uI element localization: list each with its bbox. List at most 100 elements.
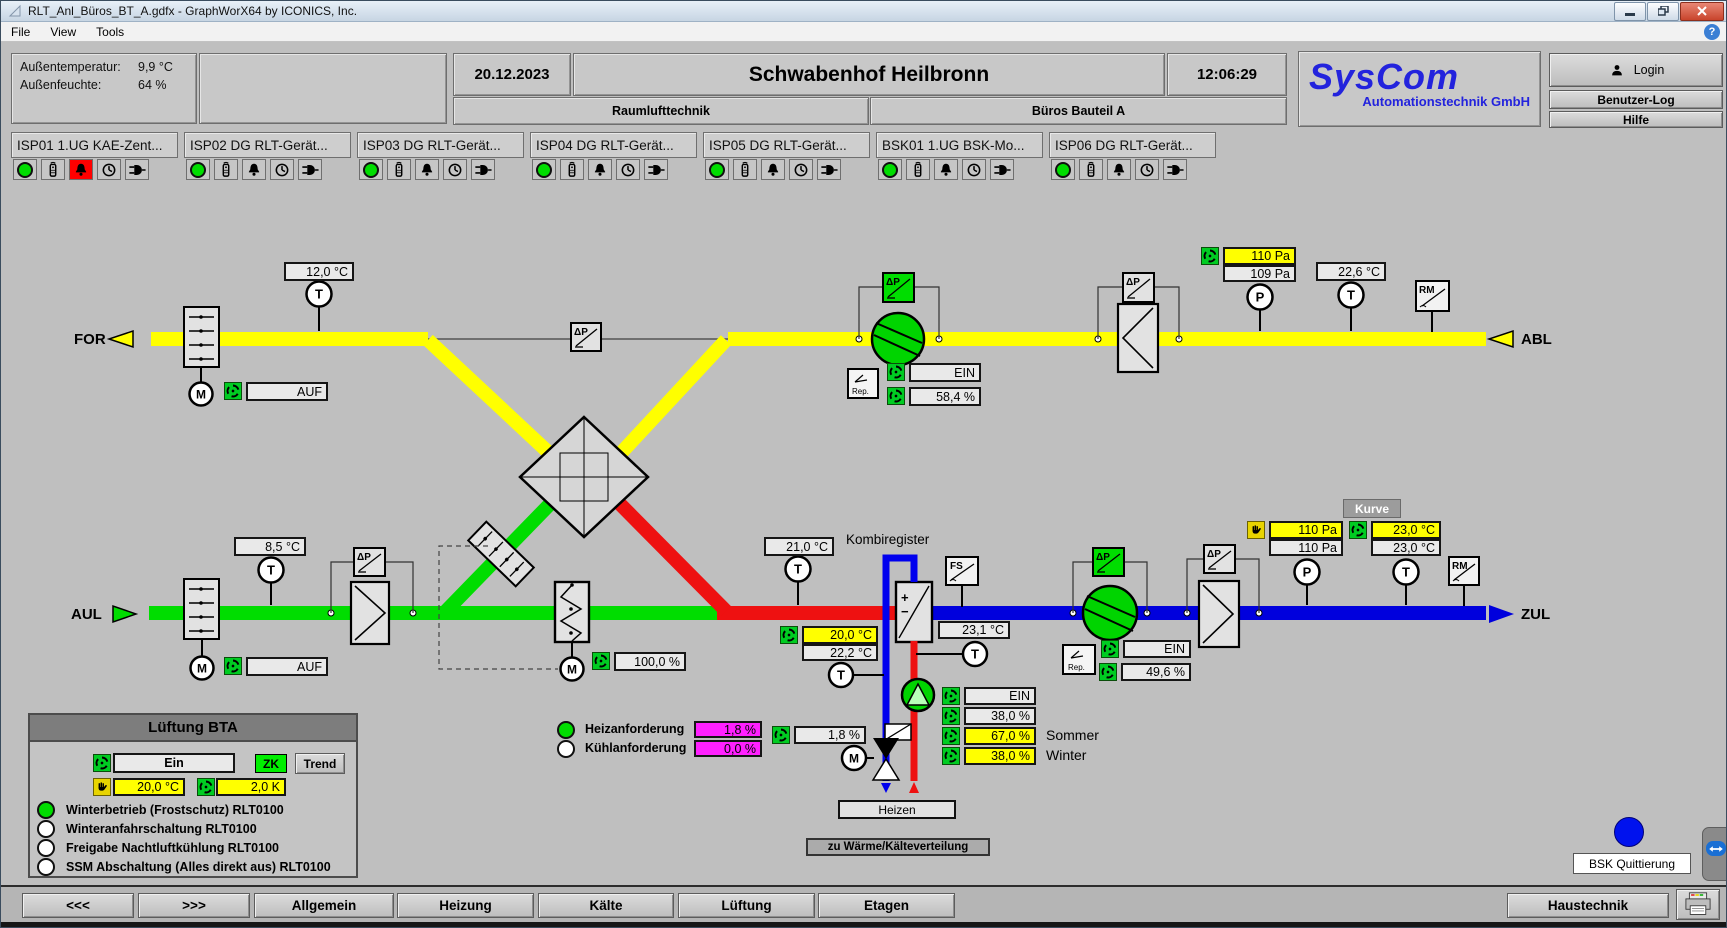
bell-icon[interactable]: [761, 159, 785, 180]
pinwheel-icon: [224, 382, 242, 400]
remote-access-tab[interactable]: [1702, 827, 1726, 881]
bsk-quittierung-button[interactable]: BSK Quittierung: [1573, 853, 1691, 874]
lamp-icon[interactable]: [1051, 159, 1075, 180]
svg-text:M: M: [196, 388, 206, 402]
bell-icon[interactable]: [415, 159, 439, 180]
window-title: RLT_Anl_Büros_BT_A.gdfx - GraphWorX64 by…: [28, 4, 358, 18]
pinwheel-icon: [780, 626, 798, 644]
remote-icon[interactable]: [733, 159, 757, 180]
plug-icon[interactable]: [644, 159, 668, 180]
lamp-icon[interactable]: [705, 159, 729, 180]
menu-tools[interactable]: Tools: [96, 24, 125, 39]
nav-button-Allgemein[interactable]: Allgemein: [254, 893, 394, 918]
kombiregister-piping: [866, 554, 936, 793]
plug-icon[interactable]: [471, 159, 495, 180]
pump-winter-field[interactable]: 38,0 %: [964, 747, 1036, 765]
abl-filter-dp-sp-field[interactable]: 110 Pa: [1223, 247, 1296, 265]
menu-file[interactable]: File: [11, 24, 31, 39]
nav-button-Heizung[interactable]: Heizung: [397, 893, 534, 918]
zul-temp-sp-field[interactable]: 23,0 °C: [1371, 521, 1441, 539]
clock-icon[interactable]: [789, 159, 813, 180]
supply-sp-field[interactable]: 20,0 °C: [802, 626, 878, 644]
nav-button-[interactable]: >>>: [138, 893, 250, 918]
remote-icon[interactable]: [387, 159, 411, 180]
heizen-button[interactable]: Heizen: [838, 800, 956, 819]
nav-button-Etagen[interactable]: Etagen: [818, 893, 955, 918]
hilfe-button[interactable]: Hilfe: [1549, 111, 1723, 128]
bta-trend-button[interactable]: Trend: [295, 753, 345, 774]
clock-icon[interactable]: [270, 159, 294, 180]
lamp-icon[interactable]: [532, 159, 556, 180]
bell-icon[interactable]: [242, 159, 266, 180]
svg-text:P: P: [1256, 290, 1265, 305]
plug-icon[interactable]: [1163, 159, 1187, 180]
remote-icon[interactable]: [560, 159, 584, 180]
minimize-button[interactable]: [1614, 1, 1646, 21]
date-display: 20.12.2023: [453, 53, 571, 96]
zul-fan: [1069, 561, 1151, 642]
login-button[interactable]: Login: [1549, 53, 1723, 87]
nav-button-Klte[interactable]: Kälte: [538, 893, 674, 918]
person-icon: [1611, 64, 1622, 75]
pinwheel-icon: [942, 727, 960, 745]
verteilung-link-button[interactable]: zu Wärme/Kälteverteilung: [806, 838, 990, 856]
nav-button-Lftung[interactable]: Lüftung: [678, 893, 815, 918]
svg-text:ΔP: ΔP: [1207, 549, 1221, 560]
lamp-icon[interactable]: [186, 159, 210, 180]
tab-isp03[interactable]: ISP03 DG RLT-Gerät...: [357, 132, 524, 158]
pump-sommer-field[interactable]: 67,0 %: [964, 727, 1036, 745]
bell-icon[interactable]: [588, 159, 612, 180]
clock-icon[interactable]: [962, 159, 986, 180]
tab-isp06[interactable]: ISP06 DG RLT-Gerät...: [1049, 132, 1216, 158]
clock-icon[interactable]: [443, 159, 467, 180]
bta-delta-field[interactable]: 2,0 K: [216, 778, 286, 796]
kurve-button[interactable]: Kurve: [1343, 499, 1401, 518]
menu-view[interactable]: View: [50, 24, 77, 39]
plug-icon[interactable]: [298, 159, 322, 180]
plug-icon[interactable]: [817, 159, 841, 180]
dp-sensor-zul-filter: ΔP: [1203, 544, 1236, 574]
plug-icon[interactable]: [990, 159, 1014, 180]
tab-isp02[interactable]: ISP02 DG RLT-Gerät...: [184, 132, 351, 158]
nav-button-[interactable]: <<<: [22, 893, 134, 918]
bta-ein-field[interactable]: Ein: [113, 753, 235, 773]
zul-filter-dp-field: 110 Pa: [1269, 539, 1343, 556]
pinwheel-icon: [1099, 663, 1117, 681]
tab-isp01[interactable]: ISP01 1.UG KAE-Zent...: [11, 132, 178, 158]
print-button[interactable]: [1676, 889, 1720, 920]
bta-setpoint-field[interactable]: 20,0 °C: [113, 778, 185, 796]
clock-icon[interactable]: [1135, 159, 1159, 180]
clock-icon[interactable]: [616, 159, 640, 180]
rm-detector-zul: RM: [1448, 556, 1480, 606]
remote-icon[interactable]: [214, 159, 238, 180]
bell-icon[interactable]: [69, 159, 93, 180]
tab-isp04[interactable]: ISP04 DG RLT-Gerät...: [530, 132, 697, 158]
close-button[interactable]: [1680, 1, 1724, 21]
tab-isp05[interactable]: ISP05 DG RLT-Gerät...: [703, 132, 870, 158]
tab-bsk01[interactable]: BSK01 1.UG BSK-Mo...: [876, 132, 1043, 158]
haustechnik-button[interactable]: Haustechnik: [1507, 893, 1669, 918]
lamp-icon[interactable]: [359, 159, 383, 180]
clock-icon[interactable]: [97, 159, 121, 180]
bta-zk-button[interactable]: ZK: [255, 754, 287, 773]
restore-button[interactable]: [1647, 1, 1679, 21]
bypass-dashed-outline: [438, 545, 558, 670]
lamp-icon[interactable]: [13, 159, 37, 180]
help-icon[interactable]: ?: [1704, 23, 1720, 40]
lamp-icon[interactable]: [878, 159, 902, 180]
bell-icon[interactable]: [1107, 159, 1131, 180]
bta-panel-title: Lüftung BTA: [30, 715, 356, 742]
abl-fan: [855, 286, 943, 367]
subtab-bueros-bauteil-a[interactable]: Büros Bauteil A: [870, 97, 1287, 125]
remote-icon[interactable]: [906, 159, 930, 180]
remote-icon[interactable]: [1079, 159, 1103, 180]
benutzer-log-button[interactable]: Benutzer-Log: [1549, 90, 1723, 109]
bta-row-label: Winterbetrieb (Frostschutz) RLT0100: [66, 803, 284, 817]
plug-icon[interactable]: [125, 159, 149, 180]
zul-filter-dp-sp-field[interactable]: 110 Pa: [1269, 521, 1343, 539]
svg-text:M: M: [849, 752, 859, 766]
duct-label-aul: AUL: [71, 606, 102, 623]
remote-icon[interactable]: [41, 159, 65, 180]
subtab-raumlufttechnik[interactable]: Raumlufttechnik: [453, 97, 869, 125]
bell-icon[interactable]: [934, 159, 958, 180]
